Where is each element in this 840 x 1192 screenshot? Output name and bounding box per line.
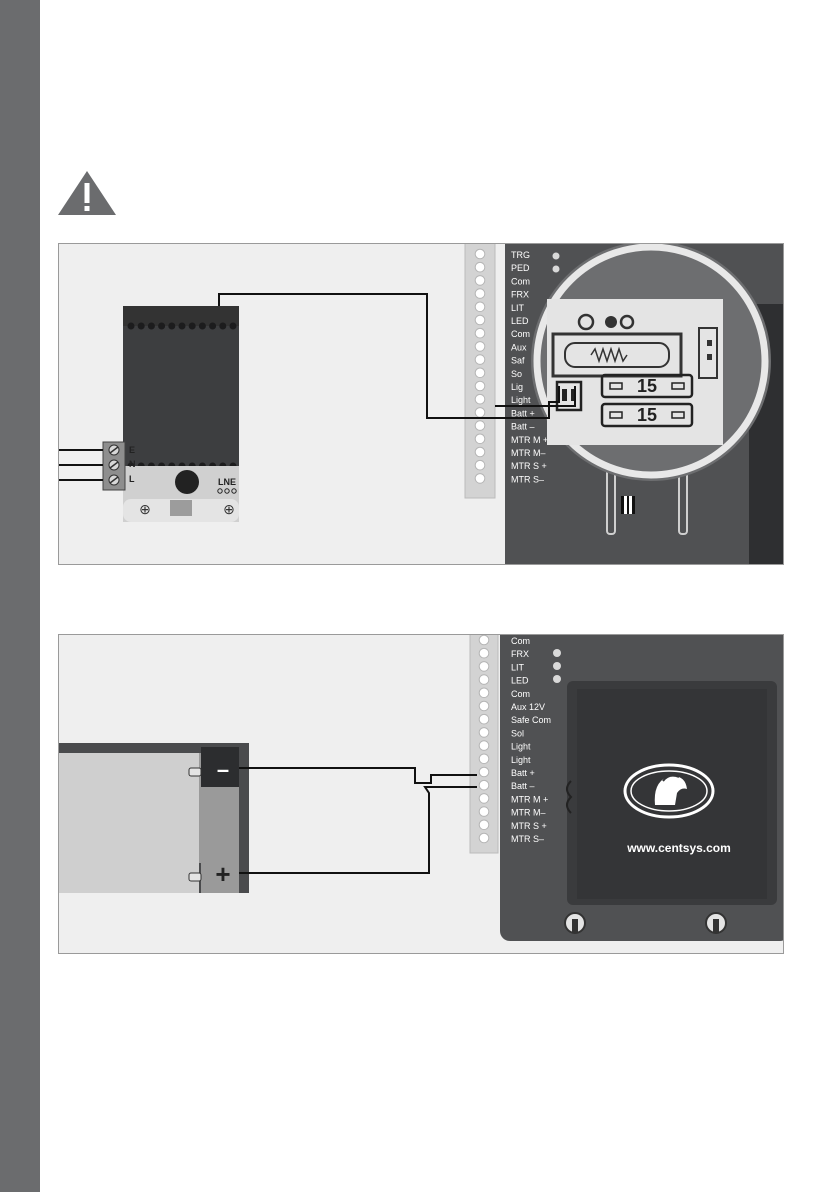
terminal-label: Com [511,636,530,646]
terminal-label: PED [511,263,530,273]
psu-wiring-diagram: TRGPEDComFRXLITLEDComAuxSafSoLigLightBat… [59,244,783,564]
terminal-screw [479,820,489,830]
led-indicator [553,662,561,670]
terminal-screw [475,447,485,457]
terminal-screw [479,635,489,645]
terminal-screw [479,714,489,724]
svg-text:⊕: ⊕ [139,501,151,517]
terminal-screw [479,754,489,764]
terminal-screw [479,741,489,751]
terminal-label: MTR S– [511,474,544,484]
terminal-label: So [511,369,522,379]
svg-text:⊕: ⊕ [223,501,235,517]
terminal-screw [475,434,485,444]
psu-output-label: LNE [218,477,236,487]
input-label-e: E [129,445,135,455]
terminal-label: Lig [511,382,523,392]
terminal-label: Com [511,689,530,699]
terminal-screw [479,728,489,738]
terminal-screw [475,381,485,391]
terminal-label: Safe Com [511,715,551,725]
negative-terminal-sign: – [217,757,229,782]
terminal-label: TRG [511,250,530,260]
terminal-label: Aux 12V [511,702,545,712]
terminal-screw [479,648,489,658]
terminal-screw [479,662,489,672]
terminal-label: Light [511,395,531,405]
terminal-screw [479,833,489,843]
terminal-label: Batt + [511,408,535,418]
battery-positive-wire [239,787,477,873]
terminal-screw [475,249,485,259]
terminal-screw [475,355,485,365]
terminal-screw [479,767,489,777]
terminal-label: MTR S + [511,821,547,831]
led-indicator [553,649,561,657]
fuse-rating-2: 15 [637,405,657,425]
positive-terminal-sign: + [215,859,230,889]
terminal-label: FRX [511,649,529,659]
terminal-screw [475,328,485,338]
terminal-screw [475,474,485,484]
terminal-screw [479,701,489,711]
led-indicator [553,675,561,683]
terminal-label: LIT [511,303,525,313]
led-indicator [553,266,560,273]
terminal-screw [475,262,485,272]
terminal-label: MTR M + [511,435,548,445]
terminal-screw [479,794,489,804]
terminal-screw [479,675,489,685]
terminal-label: Saf [511,356,525,366]
psu-adjust-knob [175,470,199,494]
input-label-n: N [129,459,136,469]
terminal-screw [475,460,485,470]
terminal-label: MTR M– [511,448,546,458]
terminal-screw [475,315,485,325]
terminal-label: Com [511,329,530,339]
input-label-l: L [129,474,135,484]
terminal-screw [475,408,485,418]
battery-negative-wire [239,768,477,783]
side-bar [0,0,40,1192]
terminal-screw [475,368,485,378]
terminal-label: Com [511,276,530,286]
terminal-label: LIT [511,662,525,672]
brand-url: www.centsys.com [626,841,731,855]
terminal-screw [479,780,489,790]
fuse-rating-1: 15 [637,376,657,396]
terminal-screw [475,342,485,352]
terminal-label: MTR M + [511,794,548,804]
terminal-label: FRX [511,290,529,300]
terminal-label: MTR S + [511,461,547,471]
warning-icon [57,170,117,216]
terminal-label: LED [511,316,529,326]
terminal-label: MTR M– [511,808,546,818]
terminal-label: Light [511,742,531,752]
terminal-screw [475,421,485,431]
terminal-screw [475,276,485,286]
terminal-label: MTR S– [511,834,544,844]
terminal-screw [475,289,485,299]
terminal-label: LED [511,676,529,686]
terminal-screw [479,807,489,817]
terminal-label: Aux [511,342,527,352]
terminal-label: Batt + [511,768,535,778]
terminal-screw [475,302,485,312]
terminal-label: Batt – [511,422,535,432]
battery-wiring-figure: www.centsys.com ComFRXLITLEDComAux 12VSa… [58,634,784,954]
terminal-label: Sol [511,728,524,738]
terminal-label: Batt – [511,781,535,791]
terminal-screw [475,394,485,404]
led-indicator [553,253,560,260]
terminal-screw [479,688,489,698]
terminal-label: Light [511,755,531,765]
